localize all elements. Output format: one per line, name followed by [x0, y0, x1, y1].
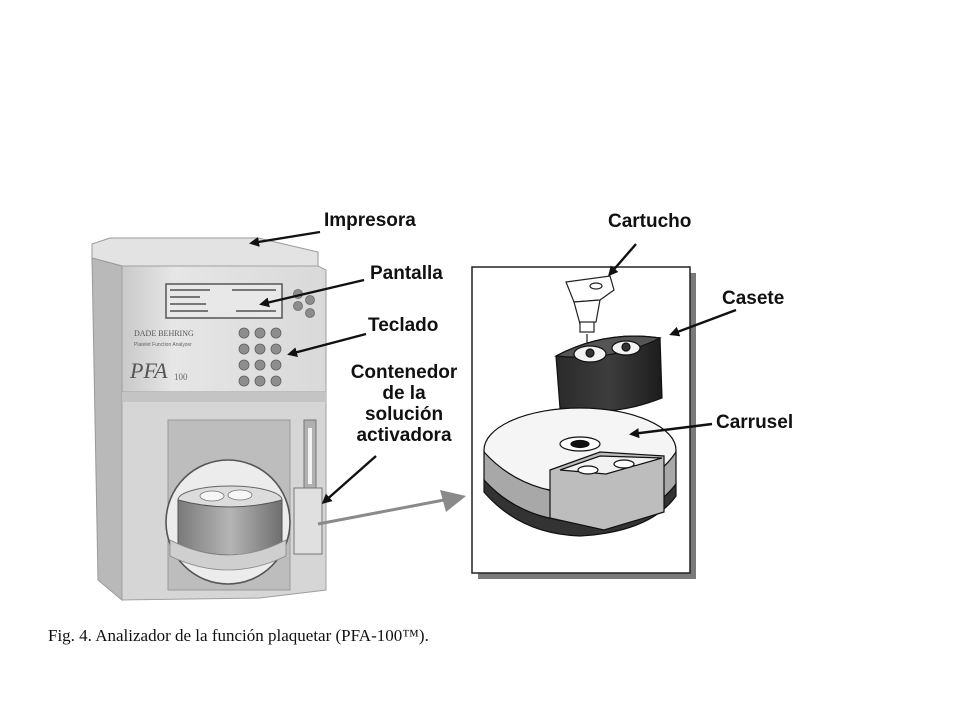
label-contenedor-line-2: de la — [382, 383, 426, 404]
label-contenedor-line-3: solución — [364, 404, 444, 425]
inset-panel — [471, 266, 696, 579]
cartucho-drawing — [565, 275, 615, 348]
pfa-100-device: DADE BEHRING Platelet Function Analyzer … — [91, 237, 327, 602]
label-casete: Casete — [722, 288, 785, 309]
keypad — [238, 327, 282, 387]
label-contenedor-line-4: activadora — [356, 425, 452, 446]
label-contenedor-solucion: Contenedor de la solución activadora — [336, 362, 472, 446]
label-cartucho: Cartucho — [608, 211, 692, 232]
label-contenedor-line-1: Contenedor — [350, 362, 458, 383]
reagent-container — [293, 487, 323, 555]
device-model: PFA — [129, 358, 168, 383]
arrow-pantalla — [259, 278, 365, 308]
arrow-carrusel — [629, 422, 713, 439]
device-brand: DADE BEHRING — [134, 329, 194, 338]
arrow-impresora — [249, 230, 321, 247]
arrow-casete — [669, 308, 737, 337]
label-teclado: Teclado — [368, 315, 439, 336]
label-pantalla: Pantalla — [370, 263, 443, 284]
device-model-suffix: 100 — [174, 372, 188, 382]
arrow-cartucho — [608, 243, 637, 277]
label-carrusel: Carrusel — [716, 412, 794, 433]
display-buttons — [293, 289, 315, 318]
figure-caption: Fig. 4. Analizador de la función plaquet… — [48, 626, 429, 645]
display-text — [170, 289, 276, 312]
connector-arrow — [317, 490, 466, 526]
pointer-arrows — [249, 230, 737, 504]
carrusel-drawing — [483, 407, 677, 537]
arrow-contenedor — [321, 455, 377, 504]
device-subtitle: Platelet Function Analyzer — [134, 342, 192, 348]
arrow-teclado — [287, 332, 367, 358]
label-impresora: Impresora — [324, 210, 416, 231]
